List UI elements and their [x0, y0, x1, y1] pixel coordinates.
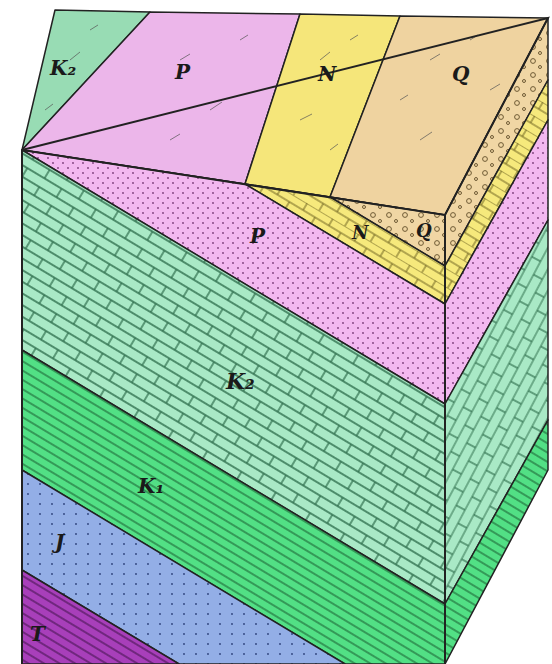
layer-label: Q — [452, 64, 469, 84]
layer-label: K₂ — [226, 370, 255, 392]
layer-label: K₁ — [138, 476, 164, 496]
layer-label: N — [318, 64, 336, 84]
layer-label: P — [175, 62, 190, 82]
layer-label: T — [30, 624, 45, 644]
layer-label: Q — [416, 222, 432, 240]
layer-label: K₂ — [50, 58, 76, 78]
layer-label: P — [250, 226, 265, 246]
layer-label: N — [352, 224, 368, 242]
layer-label: J — [55, 532, 64, 552]
